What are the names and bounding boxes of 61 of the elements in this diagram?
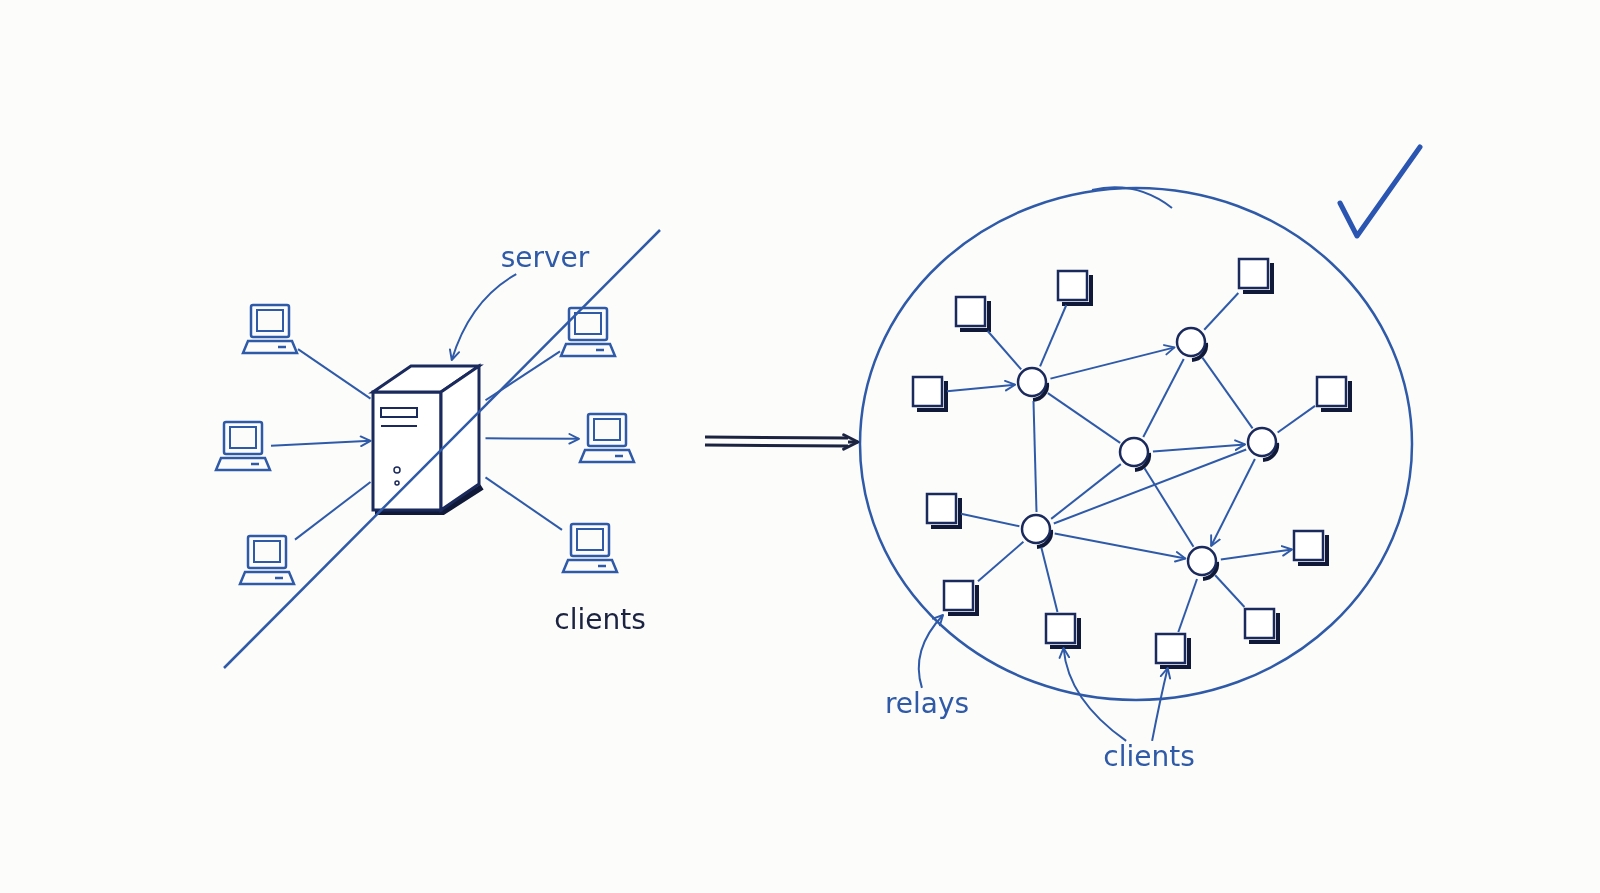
connector-line	[484, 350, 561, 402]
connector-line	[960, 512, 1021, 528]
leader-line	[449, 273, 518, 361]
relay-circle	[1019, 512, 1055, 548]
connector-line	[1203, 292, 1240, 331]
client-square	[954, 295, 990, 331]
leader-line	[1059, 647, 1128, 742]
laptop-icon	[215, 420, 271, 474]
connector-line	[1219, 545, 1293, 561]
connector-line	[484, 476, 563, 531]
laptop-icon	[560, 306, 616, 360]
relay-circle	[1117, 435, 1153, 471]
relay-circle	[1185, 544, 1221, 580]
leader-line	[1151, 667, 1172, 742]
laptop-icon	[239, 534, 295, 588]
relay-circle	[1245, 425, 1281, 461]
connector-line	[1214, 574, 1246, 608]
client-square	[1292, 529, 1328, 565]
connector-line	[1049, 344, 1176, 380]
connector-line	[297, 348, 372, 400]
connector-line	[1039, 304, 1068, 368]
client-square	[1315, 375, 1351, 411]
client-square	[1044, 612, 1080, 648]
connector-line	[1177, 578, 1198, 633]
callout-label: server	[500, 241, 590, 275]
connector-line	[1032, 400, 1038, 513]
arrow	[703, 433, 860, 451]
client-square	[925, 492, 961, 528]
client-square	[1154, 632, 1190, 668]
connector-line	[1201, 356, 1254, 430]
connector-line	[294, 480, 372, 541]
client-square	[1237, 257, 1273, 293]
connector-line	[1276, 404, 1316, 434]
connector-line	[1142, 358, 1185, 438]
connector-line	[1046, 392, 1122, 444]
connector-line	[1040, 546, 1059, 613]
laptop-icon	[242, 303, 298, 357]
leader-line	[917, 614, 944, 689]
connector-line	[1210, 458, 1256, 547]
connector-line	[1053, 532, 1187, 563]
laptop-icon	[562, 522, 618, 576]
callout-label: relays	[884, 687, 970, 721]
laptop-icon	[579, 412, 635, 466]
client-square	[1056, 269, 1092, 305]
connector-line	[946, 379, 1017, 393]
client-square	[1243, 607, 1279, 643]
callout-label: clients	[1103, 740, 1195, 774]
relay-circle	[1015, 365, 1051, 401]
connector-line	[1050, 463, 1122, 520]
relay-circle	[1174, 325, 1210, 361]
caption-label: clients	[554, 602, 646, 636]
connector-line	[484, 433, 580, 445]
connector-line	[986, 330, 1023, 371]
connector-line	[270, 435, 372, 447]
client-square	[911, 375, 947, 411]
server-icon	[370, 360, 486, 516]
client-square	[942, 579, 978, 615]
connector-line	[977, 540, 1025, 583]
connector-line	[1151, 439, 1247, 453]
connector-line	[1143, 467, 1195, 548]
connector-line	[1052, 448, 1248, 525]
